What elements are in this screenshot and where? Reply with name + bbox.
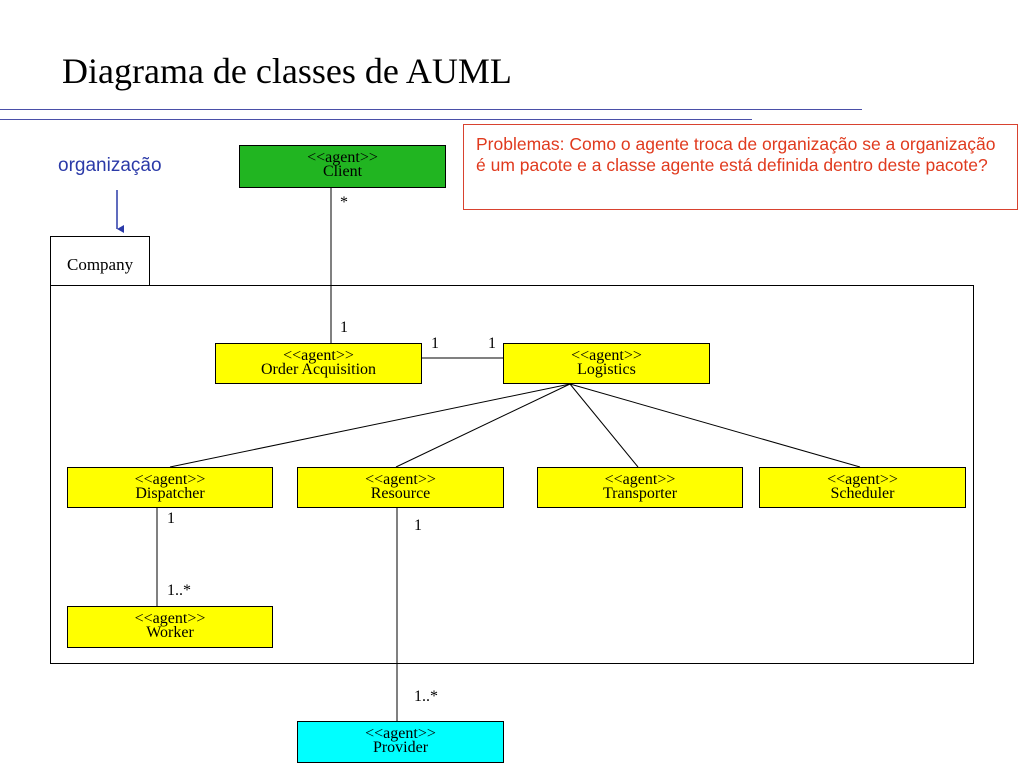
class-resource: <<agent>> Resource [297, 467, 504, 508]
package-tab: Company [50, 236, 150, 286]
scheduler-name: Scheduler [830, 485, 895, 502]
order-acquisition-stereotype: <<agent>> [283, 347, 354, 364]
provider-stereotype: <<agent>> [365, 725, 436, 742]
class-client: <<agent>> Client [239, 145, 446, 188]
multiplicity-order-top: 1 [340, 319, 348, 336]
worker-stereotype: <<agent>> [134, 610, 206, 627]
class-order-acquisition: <<agent>> Order Acquisition [215, 343, 422, 384]
link-logistics-dispatcher [169, 383, 571, 468]
problem-note: Problemas: Como o agente troca de organi… [463, 124, 1018, 210]
class-provider: <<agent>> Provider [297, 721, 504, 763]
multiplicity-provider-end: 1..* [414, 688, 438, 705]
logistics-stereotype: <<agent>> [571, 347, 642, 364]
class-transporter: <<agent>> Transporter [537, 467, 743, 508]
resource-stereotype: <<agent>> [365, 471, 436, 488]
client-name: Client [322, 163, 363, 180]
scheduler-stereotype: <<agent>> [827, 471, 898, 488]
client-stereotype: <<agent>> [307, 149, 378, 166]
resource-name: Resource [370, 485, 431, 502]
organization-label: organização [58, 155, 162, 176]
class-dispatcher: <<agent>> Dispatcher [67, 467, 273, 508]
logistics-name: Logistics [577, 361, 636, 378]
multiplicity-client-end: * [340, 194, 348, 211]
title-rule-bottom [0, 119, 752, 120]
provider-name: Provider [372, 739, 429, 756]
link-logistics-resource [395, 383, 571, 468]
multiplicity-order-right: 1 [431, 335, 439, 352]
link-logistics-transporter [569, 383, 639, 468]
multiplicity-logistics-left: 1 [488, 335, 496, 352]
transporter-stereotype: <<agent>> [604, 471, 676, 488]
class-logistics: <<agent>> Logistics [503, 343, 710, 384]
dispatcher-stereotype: <<agent>> [134, 471, 206, 488]
link-logistics-scheduler [569, 383, 861, 468]
dispatcher-name: Dispatcher [135, 485, 205, 502]
transporter-name: Transporter [602, 485, 678, 502]
order-acquisition-name: Order Acquisition [260, 361, 377, 378]
class-scheduler: <<agent>> Scheduler [759, 467, 966, 508]
package-name: Company [67, 255, 134, 274]
multiplicity-dispatcher-end: 1 [167, 510, 175, 527]
multiplicity-worker-end: 1..* [167, 582, 191, 599]
slide-title: Diagrama de classes de AUML [62, 51, 512, 91]
title-rule-top [0, 109, 862, 110]
class-worker: <<agent>> Worker [67, 606, 273, 648]
worker-name: Worker [146, 624, 194, 641]
multiplicity-resource-end: 1 [414, 517, 422, 534]
